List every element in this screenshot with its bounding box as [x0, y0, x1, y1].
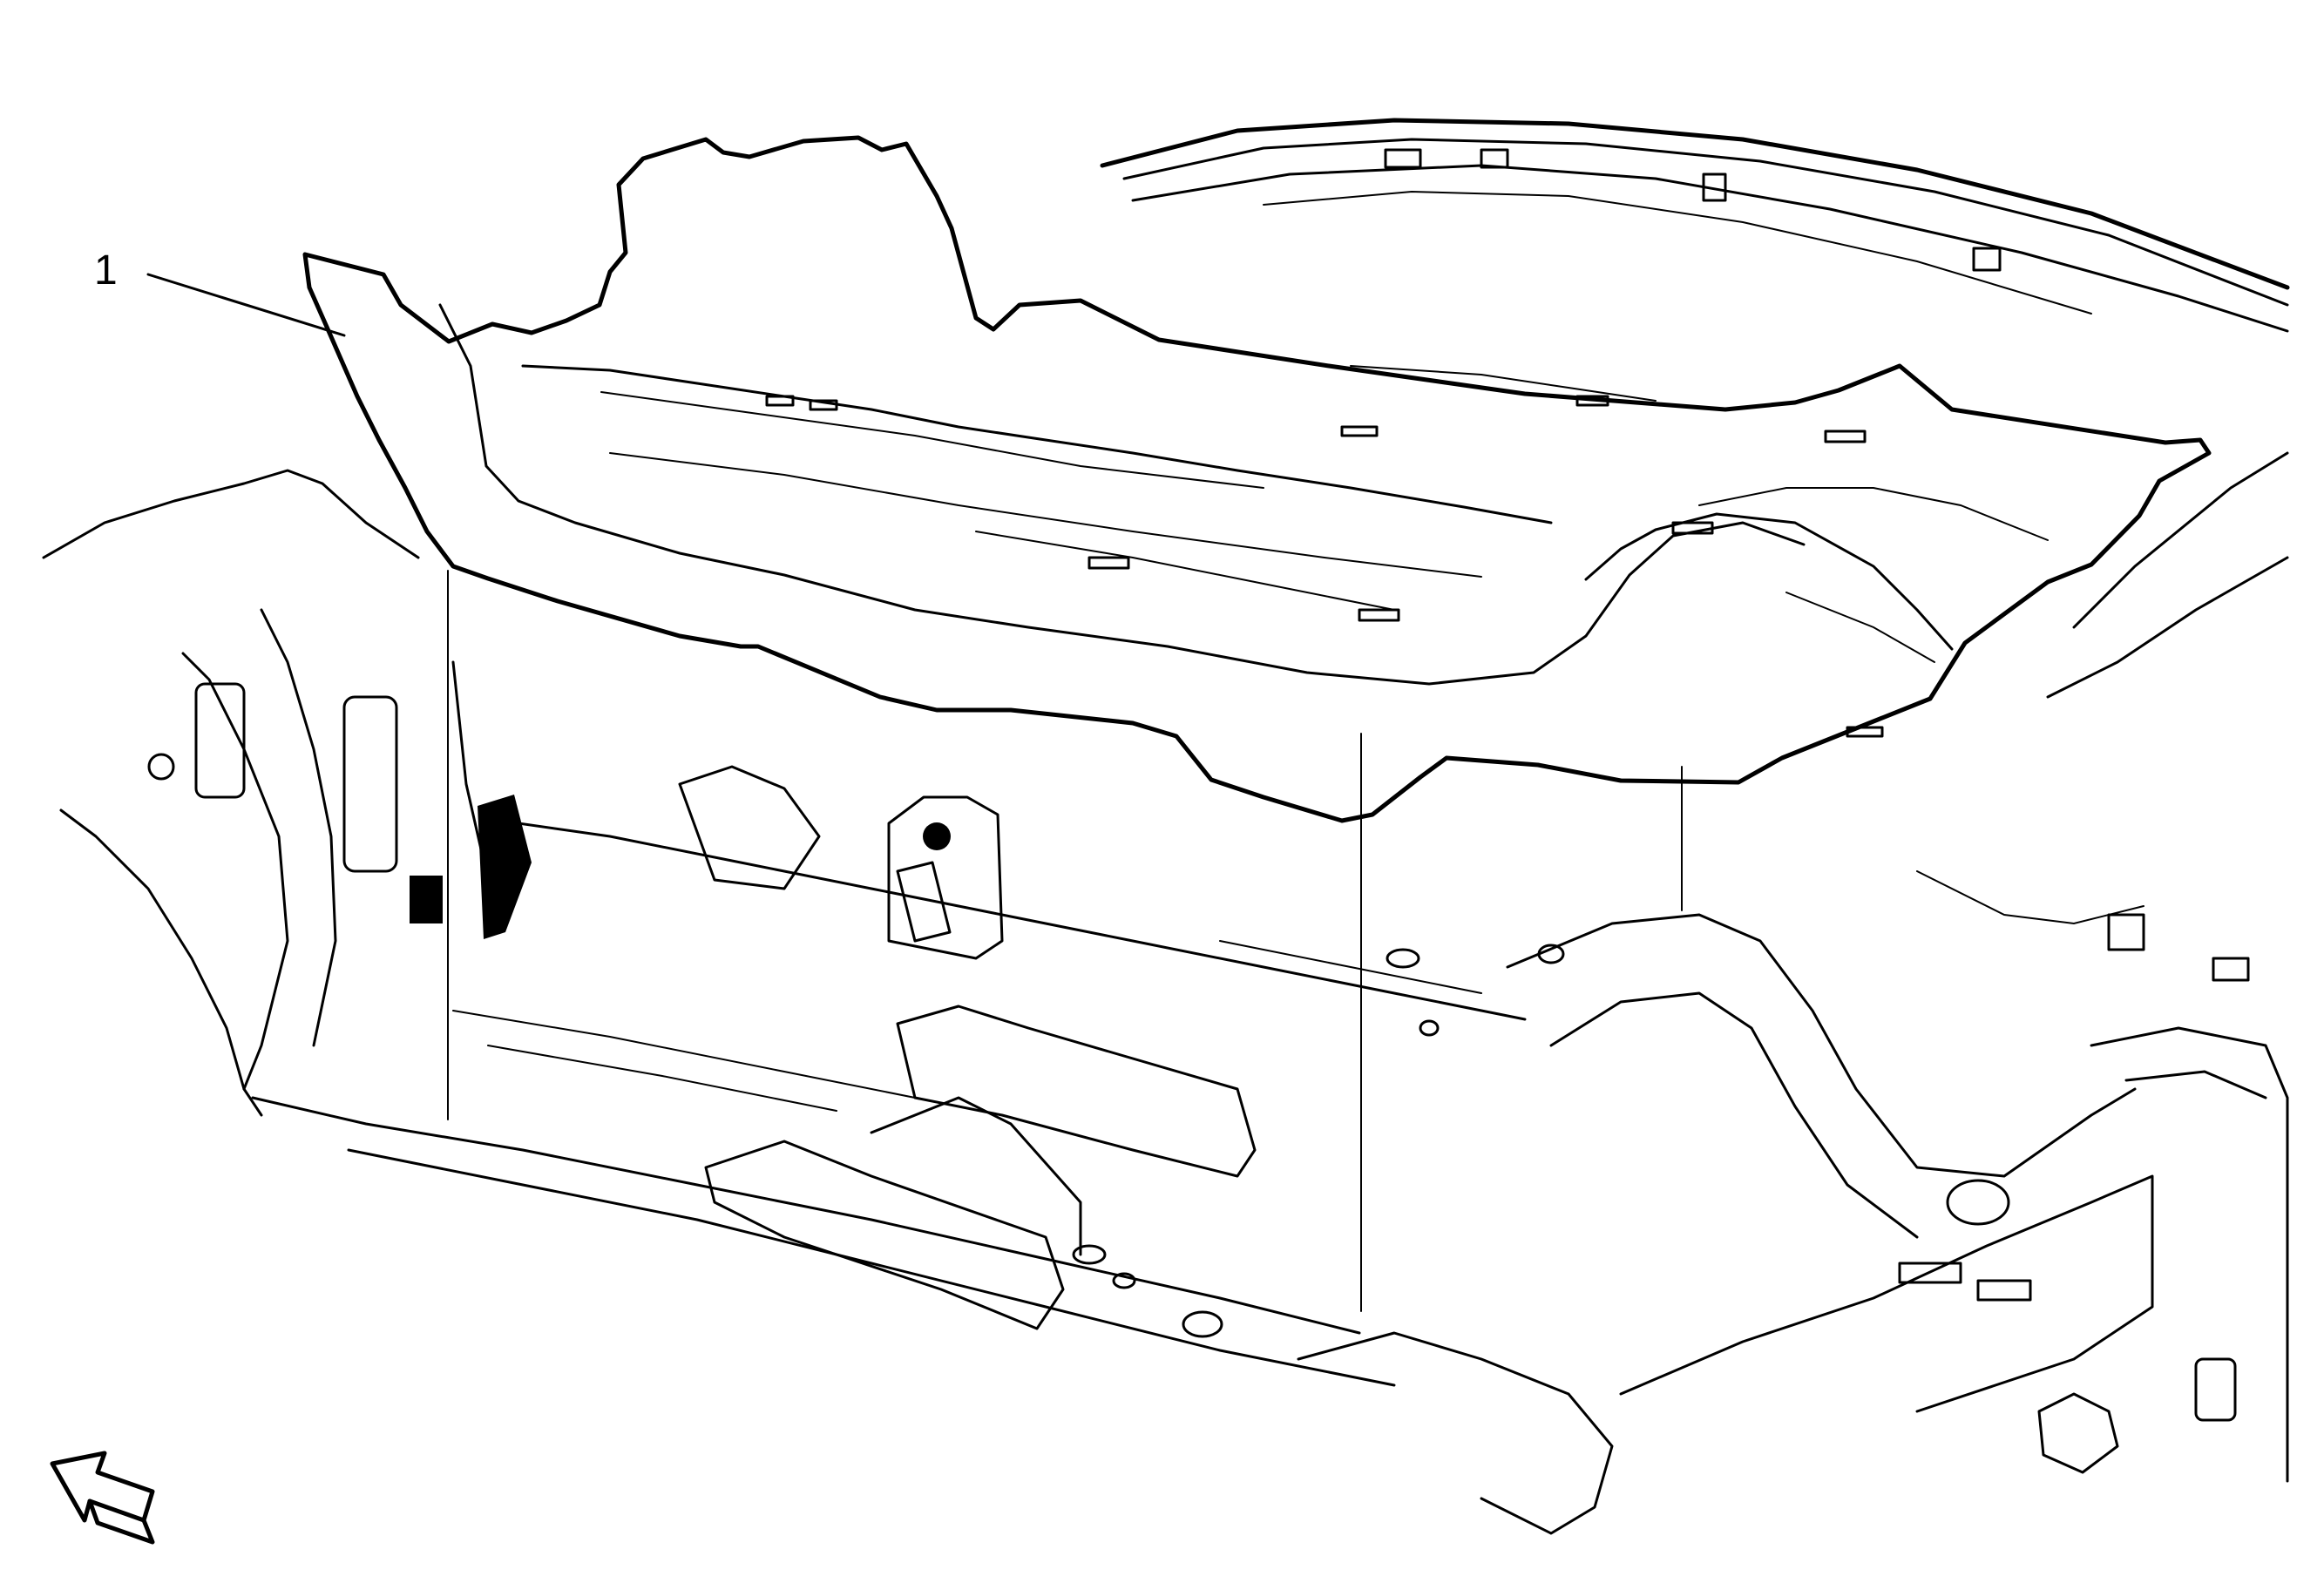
harness-bracket: [678, 765, 821, 890]
rear-crossmember: [1619, 1174, 2154, 1413]
right-bracket: [2107, 913, 2145, 951]
tunnel-inner: [1549, 991, 1919, 1239]
callout-1: 1: [94, 247, 346, 337]
left-rocker: [251, 1096, 1361, 1335]
brake-pedal-pad: [410, 876, 443, 923]
floor-carpet: [302, 135, 2212, 823]
left-a-pillar: [181, 652, 289, 1091]
callout-1-label: 1: [94, 247, 118, 294]
right-rocker: [1297, 1331, 1614, 1535]
carpet-slot: [809, 399, 838, 411]
carpet-inner-edge: [438, 303, 1806, 686]
windshield-edge: [1100, 118, 2290, 290]
carpet-slot: [1340, 425, 1379, 437]
carpet-slot: [1824, 430, 1867, 443]
rear-floor-slot: [1898, 1262, 1962, 1284]
cowl-bracket: [1384, 148, 1422, 169]
left-fender-outline: [42, 469, 420, 559]
right-quarter-panel: [2072, 451, 2289, 629]
right-quarter-panel-inner: [2046, 556, 2289, 699]
rear-floor-rail: [2090, 1026, 2289, 1483]
cowl-bracket: [1702, 173, 1727, 202]
left-pillar-cutout: [194, 682, 246, 799]
carpet-fold-line-2: [609, 452, 1482, 578]
carpet-left-panel: [521, 364, 1553, 524]
rear-floor-slot: [1976, 1279, 2032, 1302]
carpet-fold-line-6: [1785, 592, 1935, 663]
front-of-vehicle-arrow-icon: [50, 1451, 155, 1545]
floor-seat-rail: [704, 1140, 1065, 1330]
right-bracket: [2212, 957, 2250, 982]
floor-rib-1: [452, 1010, 959, 1107]
floor-rib-3: [1219, 940, 1482, 994]
left-a-pillar-inner: [260, 608, 337, 1047]
carpet-slot: [1358, 608, 1400, 622]
carpet-fold-line-1: [600, 391, 1264, 489]
cowl-line-1: [1122, 138, 2289, 307]
left-bolt: [147, 753, 175, 781]
console-bracket-inner: [896, 861, 952, 943]
brake-pedal-arm: [342, 695, 398, 873]
pedal-assembly: [342, 660, 532, 939]
cowl-line-2: [1131, 164, 2289, 333]
rear-jack-pad: [2037, 1392, 2119, 1474]
floor-pan: [452, 765, 1565, 1338]
direction-arrow-outline: [50, 1451, 155, 1523]
floor-pan-front-edge: [486, 817, 1527, 1021]
dashboard-upper-frame: [1100, 118, 2290, 333]
carpet-slot: [1846, 726, 1884, 738]
carpet-fold-line-3: [975, 531, 1395, 611]
rear-access-hole: [1946, 1179, 2010, 1226]
floor-drain-hole: [1419, 1019, 1440, 1037]
carpet-slot: [1575, 395, 1609, 407]
floor-drain-hole: [1112, 1272, 1136, 1289]
alignment-lines: [447, 570, 1683, 1312]
cowl-bracket: [1480, 148, 1509, 169]
left-body-side: [42, 469, 1396, 1387]
rear-rail-cutout: [2194, 1357, 2237, 1422]
left-door-opening: [59, 808, 263, 1117]
center-tunnel-bracket: [870, 1096, 1082, 1256]
floor-drain-hole: [1072, 1244, 1107, 1265]
left-rocker-lower: [347, 1148, 1396, 1387]
floor-carpet-outline: [302, 135, 2212, 823]
floor-rib-2: [487, 1045, 837, 1112]
accelerator-pedal-pad: [478, 795, 532, 939]
carpet-slot: [765, 395, 795, 407]
cowl-line-3: [1263, 190, 2092, 315]
rear-floor-rail-inner: [2124, 1070, 2267, 1099]
console-bracket: [887, 795, 1004, 960]
right-body-side: [1297, 451, 2289, 1535]
transmission-tunnel: [1506, 913, 2137, 1178]
console-bracket-bolt: [923, 822, 951, 850]
floor-drain-hole: [1182, 1310, 1223, 1338]
carpet-right-tunnel: [1584, 512, 1954, 651]
accelerator-pedal-arm: [451, 660, 490, 882]
carpet-fold-line-5: [1698, 487, 2049, 541]
carpet-slot: [1671, 521, 1714, 535]
carpet-slot: [1087, 556, 1130, 570]
callout-1-leader-line: [146, 273, 346, 337]
floor-drain-hole: [1386, 948, 1420, 969]
floor-crossmember: [896, 1005, 1257, 1178]
carpet-fold-line-4: [1350, 365, 1657, 402]
direction-arrow-shadow: [87, 1498, 155, 1545]
cowl-bracket: [1972, 247, 2002, 272]
